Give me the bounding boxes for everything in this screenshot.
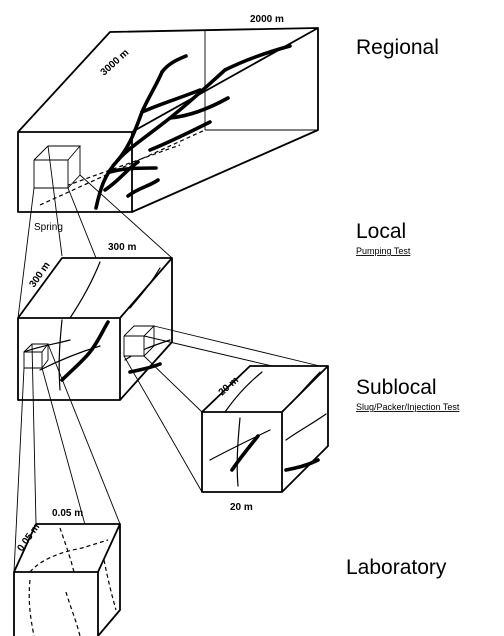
local-to-sublocal-connectors	[123, 325, 329, 493]
sublocal-block	[201, 365, 329, 493]
spring-label: Spring	[34, 222, 63, 233]
scale-subtitle-sublocal: Slug/Packer/Injection Test	[356, 402, 460, 412]
laboratory-block	[13, 523, 121, 636]
scale-subtitle-local: Pumping Test	[356, 246, 411, 256]
regional-block	[17, 27, 319, 213]
scale-title-sublocal: Sublocal	[356, 376, 437, 399]
scale-title-laboratory: Laboratory	[346, 556, 447, 579]
scale-title-local: Local	[356, 220, 406, 243]
scale-title-regional: Regional	[356, 36, 439, 59]
lab-width-label: 0.05 m	[52, 508, 83, 519]
local-width-label: 300 m	[108, 242, 136, 253]
regional-length-label: 3000 m	[99, 47, 132, 78]
sublocal-width-label: 20 m	[230, 502, 253, 513]
regional-width-label: 2000 m	[250, 14, 284, 25]
